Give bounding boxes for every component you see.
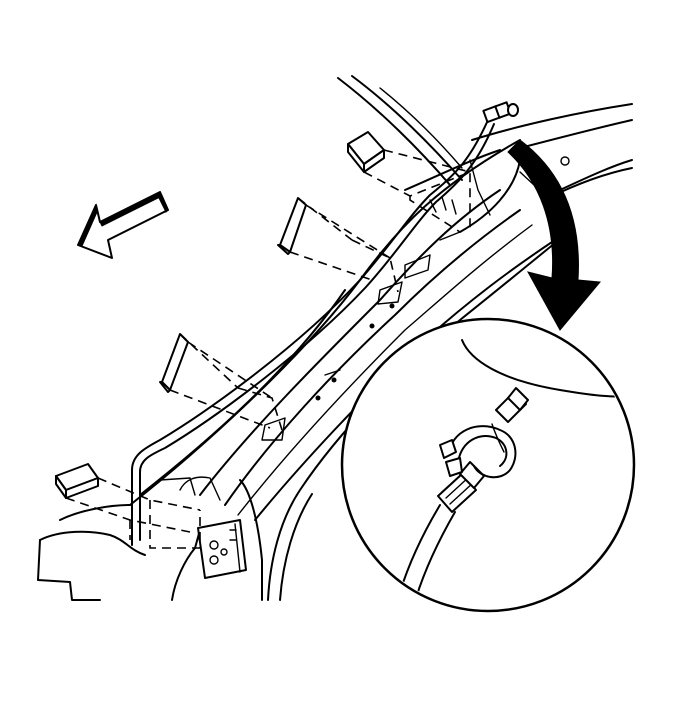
detail-view-hose-clip: [340, 317, 636, 613]
drain-hose: [131, 101, 519, 546]
detail-magnifier-arrow: [507, 139, 601, 331]
pillar-sealing-pad-middle-upper: [277, 197, 399, 293]
roof-rail: [337, 75, 633, 199]
door-hinge: [197, 519, 247, 579]
vehicle-front-direction-arrow: [77, 190, 169, 259]
pillar-sealing-pad-upper: [347, 131, 471, 233]
pillar-sealing-pad-middle-lower: [159, 333, 283, 431]
pillar-sealing-pad-lower: [55, 463, 201, 549]
